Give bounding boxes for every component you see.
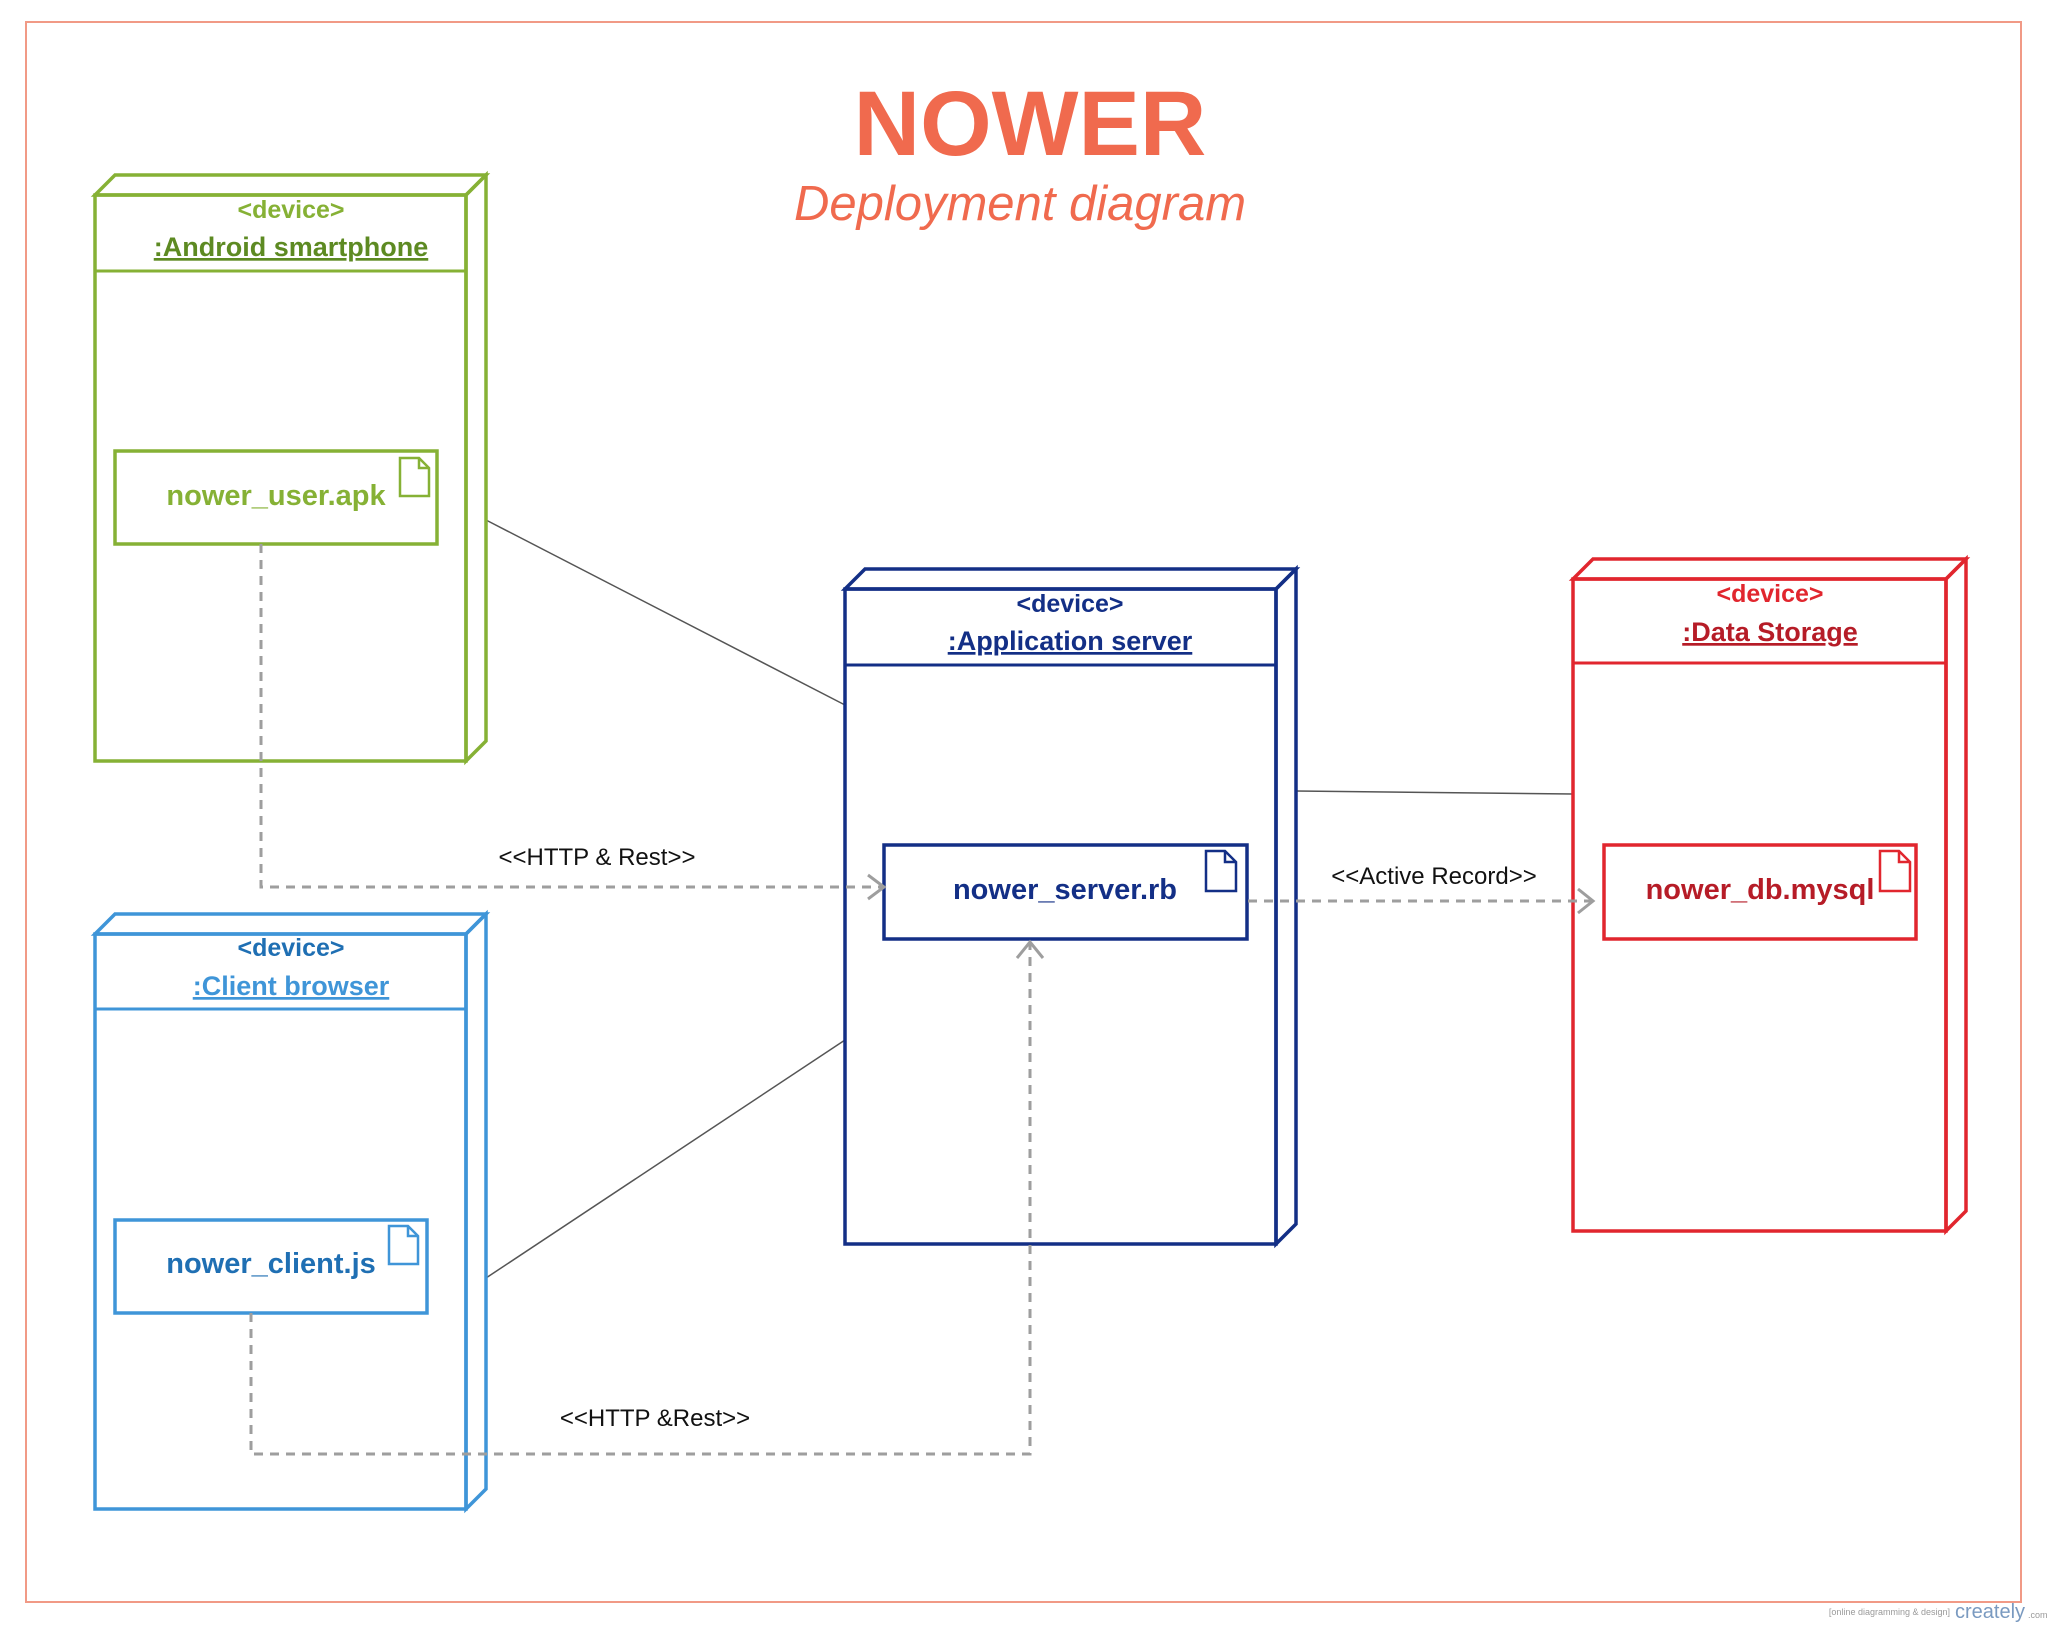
artifact-label: nower_db.mysql	[1646, 874, 1875, 906]
artifact-box	[882, 843, 1249, 941]
node-3d-top	[90, 173, 491, 197]
node-body	[93, 932, 468, 1511]
node-name: :Client browser	[193, 971, 390, 1001]
artifact-nower-db-mysql[interactable]: nower_db.mysql	[1602, 843, 1918, 941]
node-application-server[interactable]: <device> :Application server nower_serve…	[840, 564, 1301, 1249]
node-stereotype: <device>	[237, 196, 344, 224]
node-name: :Application server	[948, 626, 1193, 656]
node-stereotype: <device>	[1016, 590, 1123, 618]
node-name: :Data Storage	[1682, 617, 1858, 647]
artifact-box	[113, 449, 439, 546]
node-body	[93, 193, 468, 763]
diagram-frame	[25, 21, 2022, 1603]
dependency-android-server	[259, 544, 887, 901]
node-body	[843, 587, 1278, 1246]
arrowhead-icon	[867, 873, 887, 901]
node-3d-side	[1274, 564, 1298, 1249]
node-3d-top	[1568, 557, 1971, 581]
arrowhead-icon	[1577, 887, 1596, 915]
document-icon	[1878, 849, 1912, 893]
document-icon	[1204, 849, 1238, 893]
artifact-box	[1602, 843, 1918, 941]
artifact-nower-client-js[interactable]: nower_client.js	[113, 1218, 429, 1315]
association-browser-server	[485, 1039, 846, 1279]
diagram-title: NOWER	[854, 73, 1207, 175]
node-android-smartphone[interactable]: <device> :Android smartphone nower_user.…	[90, 170, 491, 766]
document-icon	[387, 1224, 420, 1266]
diagram-subtitle: Deployment diagram	[794, 177, 1246, 231]
node-3d-top	[90, 912, 491, 936]
watermark-logo: creately	[1955, 1601, 2025, 1623]
node-3d-top	[840, 567, 1301, 591]
node-data-storage[interactable]: <device> :Data Storage nower_db.mysql	[1568, 554, 1971, 1236]
dependency-browser-server	[249, 939, 1045, 1456]
association-server-storage	[1295, 790, 1574, 795]
edge-label-http-rest-browser: <<HTTP &Rest>>	[560, 1405, 750, 1432]
node-3d-side	[464, 909, 488, 1514]
artifact-label: nower_server.rb	[953, 874, 1177, 906]
arrowhead-icon	[1015, 939, 1045, 959]
node-body	[1571, 577, 1948, 1233]
document-icon	[398, 456, 431, 498]
artifact-nower-user-apk[interactable]: nower_user.apk	[113, 449, 439, 546]
node-name: :Android smartphone	[154, 232, 429, 262]
dependency-server-storage	[1248, 887, 1596, 915]
edge-label-http-rest-android: <<HTTP & Rest>>	[499, 844, 696, 871]
artifact-box	[113, 1218, 429, 1315]
edge-label-active-record: <<Active Record>>	[1331, 863, 1536, 890]
dependency-line	[259, 544, 882, 889]
association-android-server	[485, 519, 846, 706]
creately-watermark: [online diagramming & design] creately .…	[1829, 1601, 2048, 1623]
node-client-browser[interactable]: <device> :Client browser nower_client.js	[90, 909, 491, 1514]
artifact-nower-server-rb[interactable]: nower_server.rb	[882, 843, 1249, 941]
watermark-suffix: .com	[2028, 1610, 2048, 1620]
dependency-line	[249, 943, 1032, 1456]
artifact-label: nower_user.apk	[166, 480, 386, 512]
node-3d-side	[464, 170, 488, 766]
artifact-label: nower_client.js	[166, 1248, 376, 1280]
node-stereotype: <device>	[237, 934, 344, 962]
watermark-tagline: [online diagramming & design]	[1829, 1607, 1950, 1617]
node-3d-side	[1944, 554, 1968, 1236]
node-stereotype: <device>	[1716, 580, 1823, 608]
